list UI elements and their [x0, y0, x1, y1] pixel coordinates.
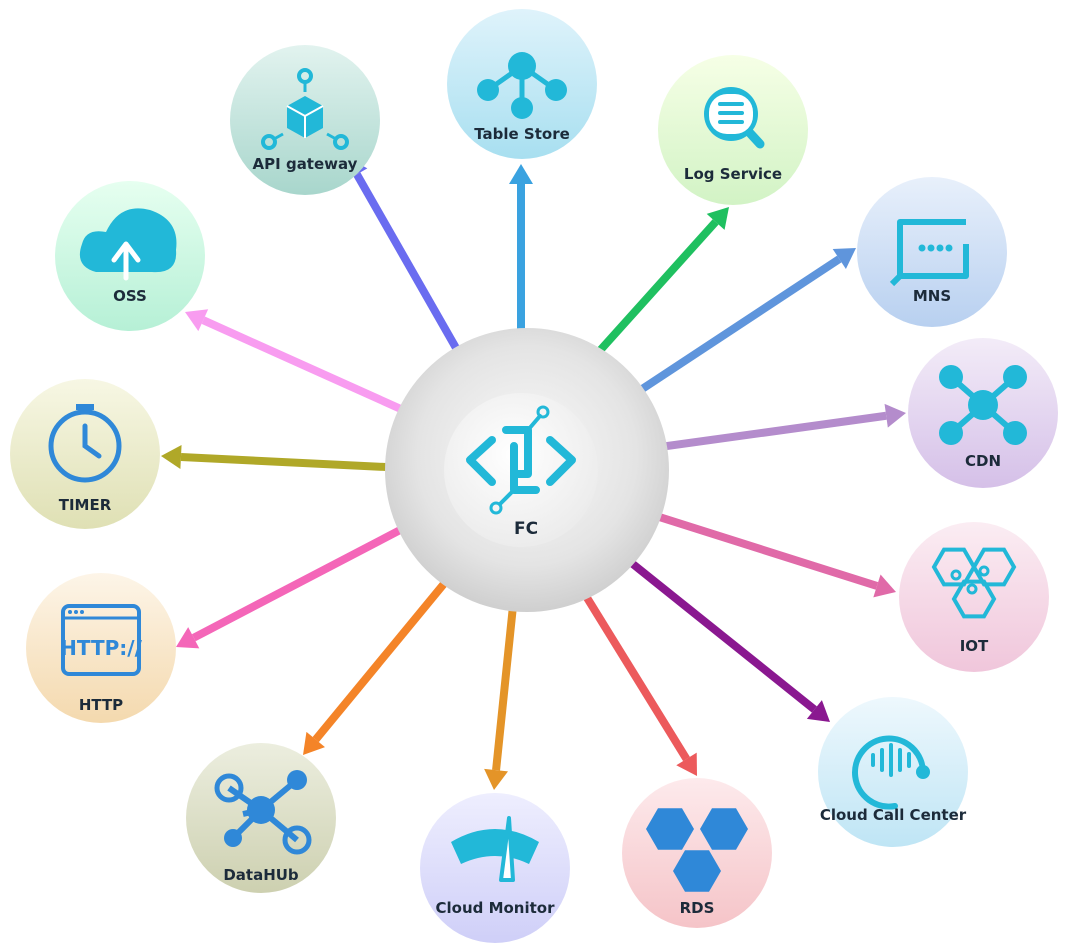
api-gateway-icon	[261, 68, 349, 150]
node-label: Cloud Monitor	[435, 899, 555, 917]
http-icon: HTTP://	[60, 604, 143, 676]
node-label: IOT	[960, 637, 989, 655]
node-label: HTTP	[79, 696, 123, 714]
node-timer[interactable]: TIMER	[10, 379, 160, 529]
node-label: Cloud Call Center	[820, 806, 967, 824]
node-label: RDS	[680, 899, 715, 917]
hub-label: FC	[514, 519, 538, 539]
node-cdn[interactable]: CDN	[908, 338, 1058, 488]
table-store-icon	[477, 52, 567, 119]
log-service-icon	[704, 87, 765, 149]
function-compute-icon	[466, 405, 576, 515]
node-bubble	[420, 793, 570, 943]
node-cloud-call-center[interactable]: Cloud Call Center	[818, 697, 968, 847]
node-iot[interactable]: IOT	[899, 522, 1049, 672]
node-label: Table Store	[474, 125, 570, 143]
node-bubble	[10, 379, 160, 529]
node-label: OSS	[113, 287, 147, 305]
node-label: CDN	[965, 452, 1001, 470]
node-label: MNS	[913, 287, 951, 305]
node-api-gateway[interactable]: API gateway	[230, 45, 380, 195]
node-label: TIMER	[59, 496, 112, 514]
node-label: API gateway	[253, 155, 358, 173]
iot-icon	[931, 547, 1017, 619]
node-mns[interactable]: MNS	[857, 177, 1007, 327]
node-cloud-monitor[interactable]: Cloud Monitor	[420, 793, 570, 943]
oss-icon	[79, 208, 177, 281]
node-datahub[interactable]: DataHUb	[186, 743, 336, 893]
mns-icon	[889, 219, 969, 287]
node-bubble	[857, 177, 1007, 327]
datahub-icon	[214, 770, 312, 855]
node-rds[interactable]: RDS	[622, 778, 772, 928]
cdn-icon	[939, 365, 1027, 445]
node-label: Log Service	[684, 165, 782, 183]
timer-icon	[48, 404, 122, 483]
svg-text:HTTP://: HTTP://	[60, 636, 142, 660]
fc-hub[interactable]: FC	[385, 328, 669, 612]
node-table-store[interactable]: Table Store	[447, 9, 597, 159]
cloud-monitor-icon	[451, 816, 539, 882]
rds-icon	[646, 808, 748, 892]
node-oss[interactable]: OSS	[55, 181, 205, 331]
node-label: DataHUb	[223, 866, 299, 884]
node-http[interactable]: HTTP:// HTTP	[26, 573, 176, 723]
cloud-call-center-icon	[852, 735, 930, 810]
node-log-service[interactable]: Log Service	[658, 55, 808, 205]
